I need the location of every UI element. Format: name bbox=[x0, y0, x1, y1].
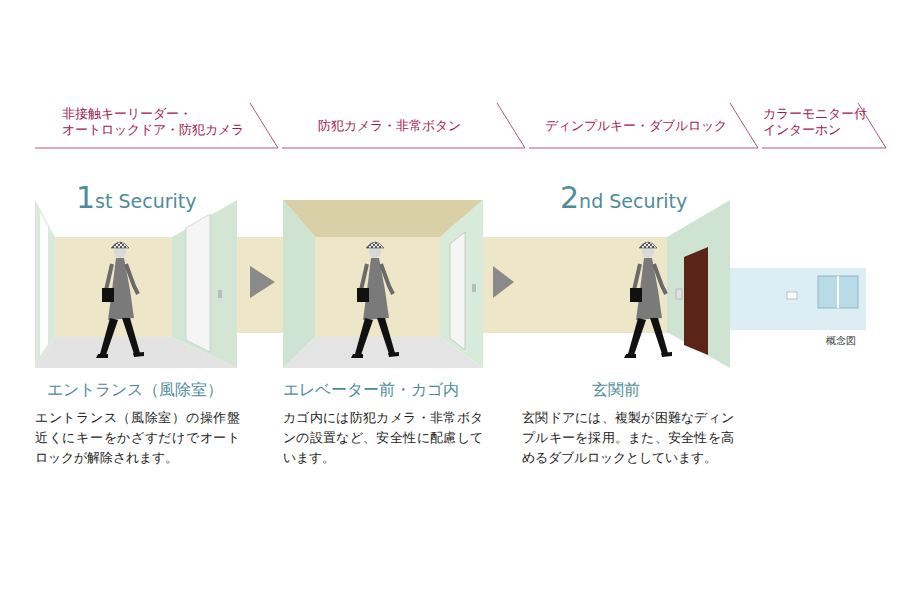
scene-band: エントランス（風除室） エントランス（風除室）の操作盤近くにキーをかざすだけでオー… bbox=[35, 200, 240, 490]
scene-band: 玄関前玄関ドアには、複製が困難なディンプルキーを採用。また、安全性を高めるダブル… bbox=[522, 200, 734, 490]
scene-band: エレベーター前・カゴ内カゴ内には防犯カメラ・非常ボタンの設置など、安全性に配慮し… bbox=[283, 200, 483, 490]
header-label: 防犯カメラ・非常ボタン bbox=[318, 118, 498, 134]
header-label: カラーモニター付 インターホン bbox=[763, 106, 863, 138]
security-heading: 1st Security bbox=[76, 183, 197, 216]
scene-description: エントランス（風除室）の操作盤近くにキーをかざすだけでオートロックが解除されます… bbox=[35, 408, 240, 468]
header-label: ディンプルキー・ダブルロック bbox=[545, 118, 735, 134]
security-heading: 2nd Security bbox=[560, 183, 687, 216]
flow-arrow bbox=[250, 266, 275, 298]
flow-arrow bbox=[493, 266, 514, 298]
scene-heading: エントランス（風除室） bbox=[47, 380, 223, 401]
scene-heading: 玄関前 bbox=[592, 380, 640, 401]
scene-heading: エレベーター前・カゴ内 bbox=[283, 380, 459, 401]
scene-description: カゴ内には防犯カメラ・非常ボタンの設置など、安全性に配慮しています。 bbox=[283, 408, 483, 468]
header-label: 非接触キーリーダー・ オートロックドア・防犯カメラ bbox=[62, 106, 262, 138]
note-label: 概念図 bbox=[826, 334, 856, 348]
scene-description: 玄関ドアには、複製が困難なディンプルキーを採用。また、安全性を高めるダブルロック… bbox=[522, 408, 734, 468]
